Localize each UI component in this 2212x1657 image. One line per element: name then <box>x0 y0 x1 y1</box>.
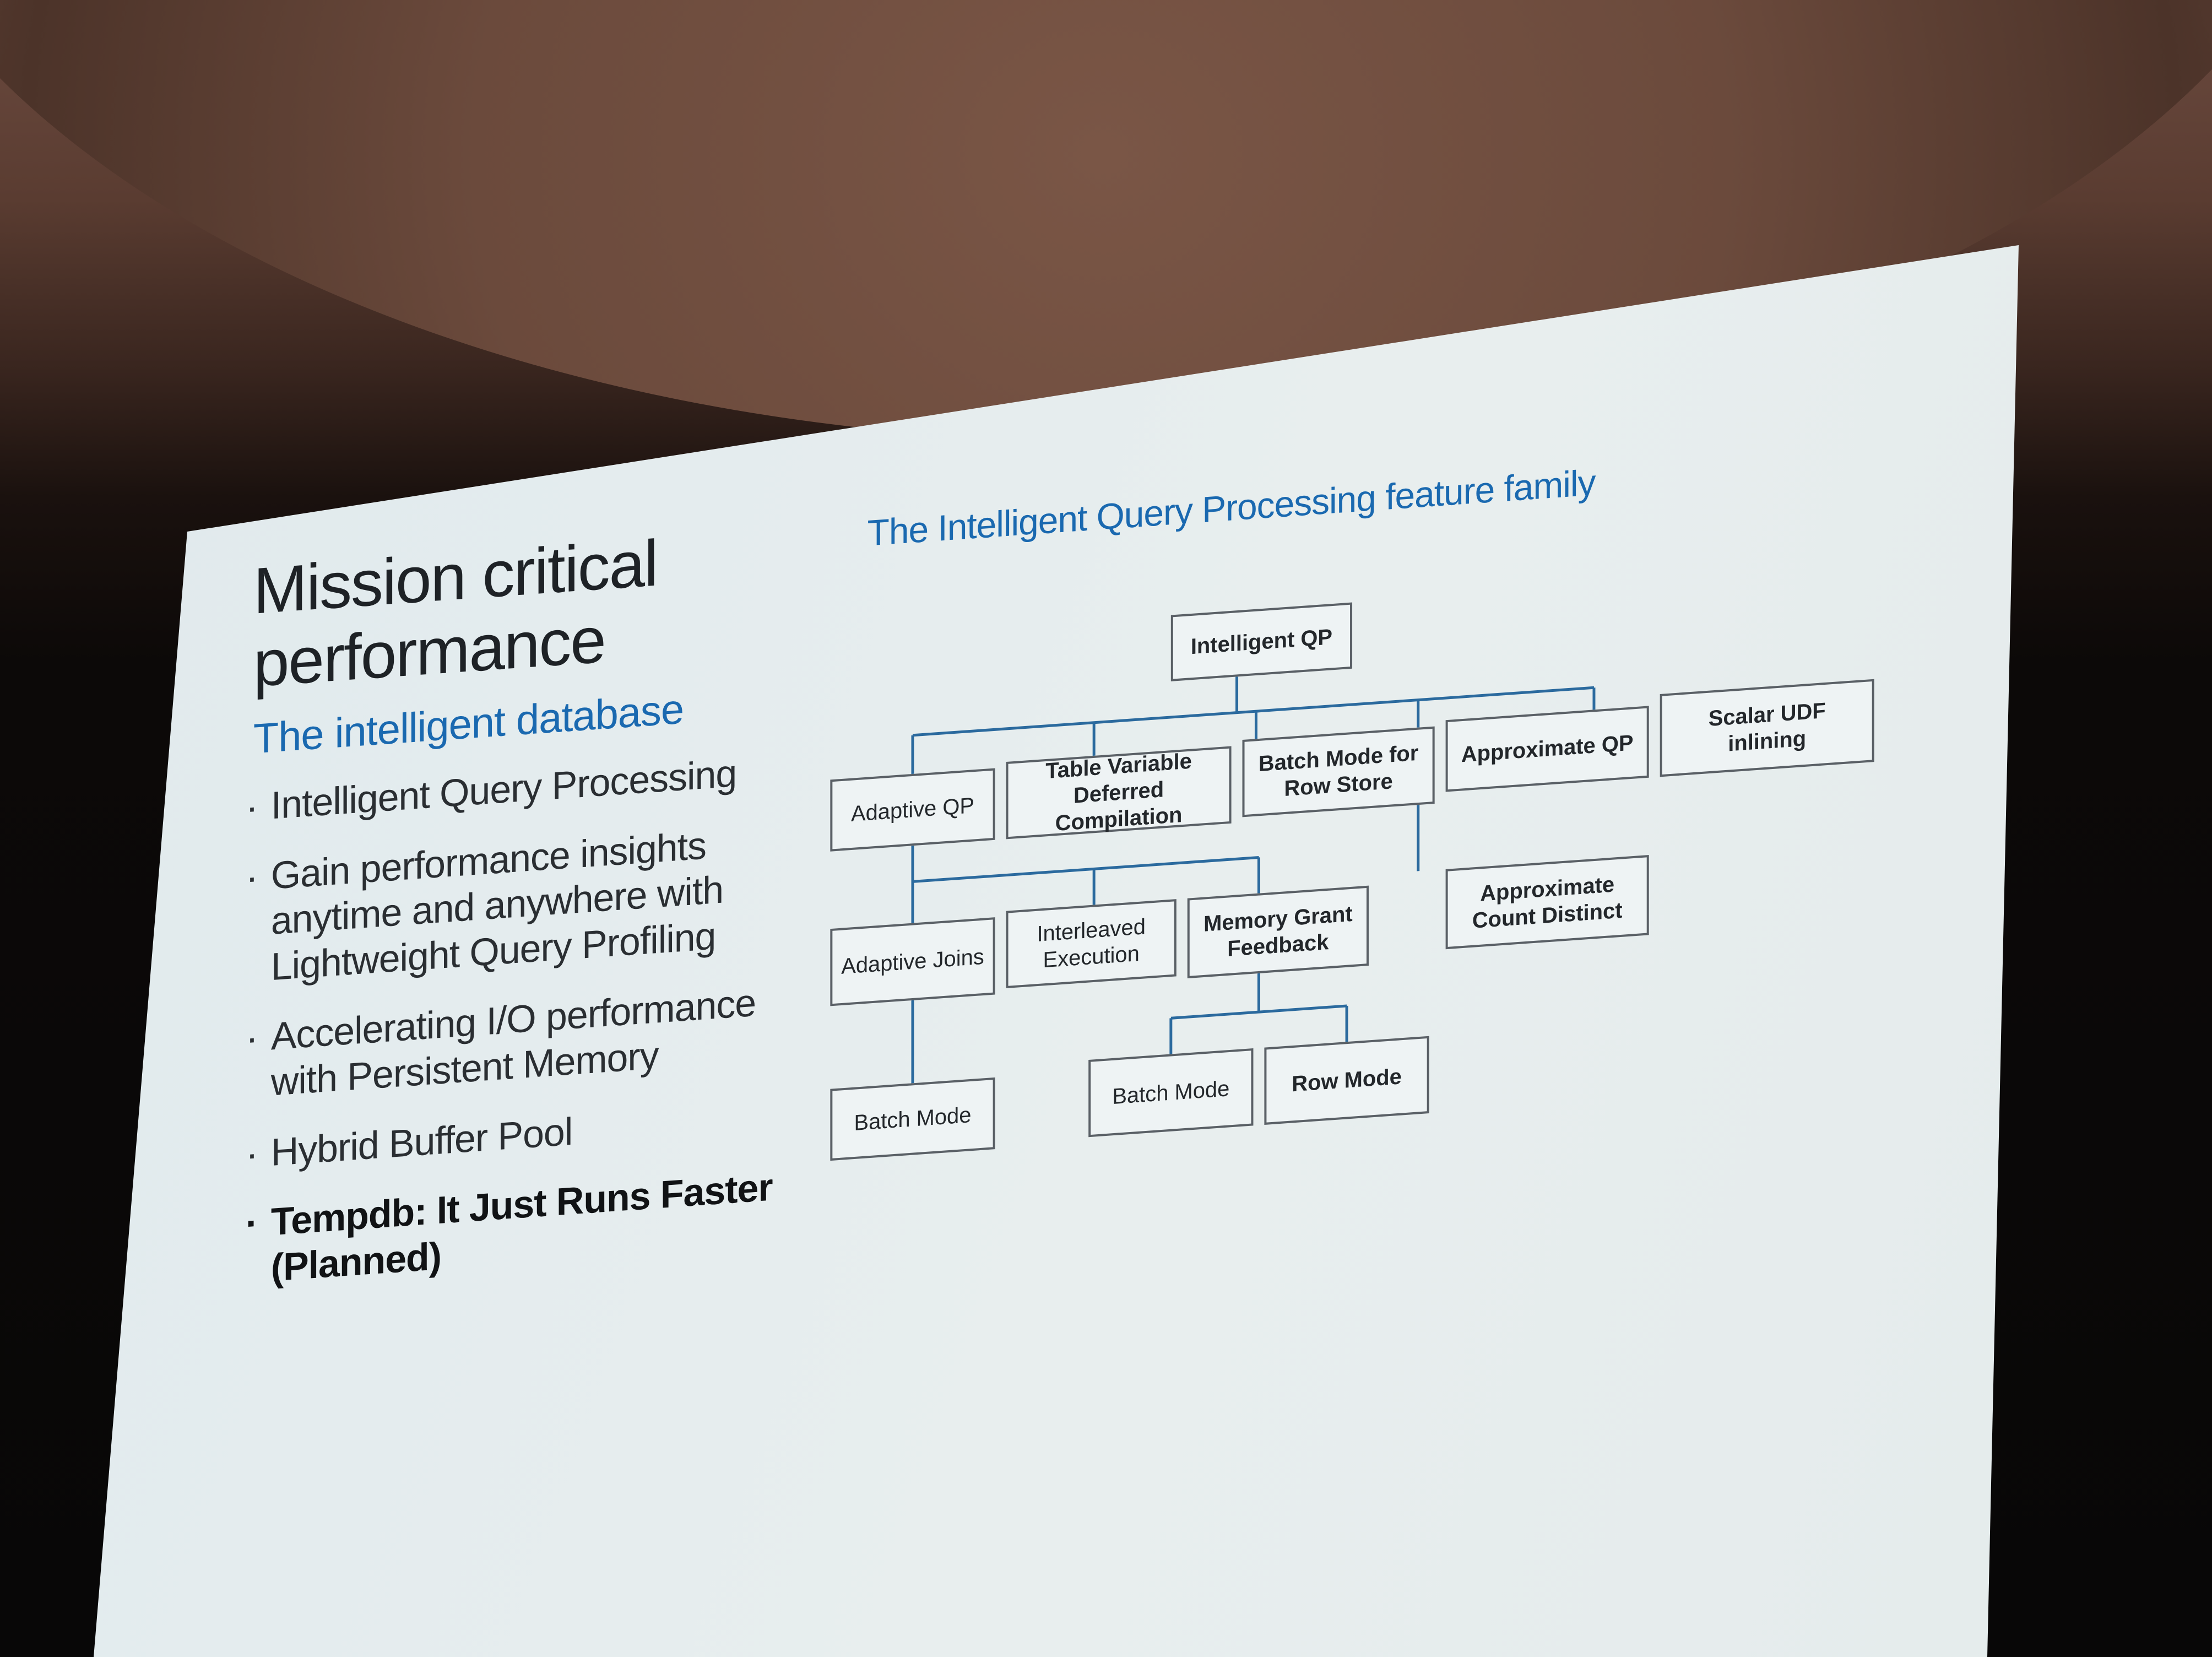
node-label: Adaptive Joins <box>841 944 984 980</box>
slide: Mission critical performance The intelli… <box>231 373 1989 1655</box>
node-intelligent-qp: Intelligent QP <box>1171 603 1352 681</box>
bullet-text: Accelerating I/O performance with Persis… <box>271 981 756 1104</box>
bullet-text: Hybrid Buffer Pool <box>271 1109 572 1173</box>
node-label-group: Scalar UDF inlining <box>1709 697 1826 759</box>
connector-line <box>913 857 1259 881</box>
node-adaptive-joins: Adaptive Joins <box>830 917 995 1006</box>
bullet-item: · Accelerating I/O performance with Pers… <box>242 976 814 1107</box>
node-interleaved-execution: Interleaved Execution <box>1006 899 1177 988</box>
node-batch-mode-adaptive-joins: Batch Mode <box>830 1077 995 1161</box>
node-label: Intelligent QP <box>1191 624 1332 660</box>
node-label: Approximate QP <box>1461 729 1634 768</box>
node-scalar-udf-inlining: Scalar UDF inlining <box>1660 679 1874 777</box>
slide-right-panel: The Intelligent Query Processing feature… <box>819 374 1973 1615</box>
node-label-group: Table Variable Deferred Compilation <box>1014 745 1224 840</box>
node-batch-mode-row-store: Batch Mode for Row Store <box>1243 727 1435 817</box>
feature-tree-diagram: Intelligent QP Adaptive QP Table Variabl… <box>819 374 1973 1615</box>
node-label: Adaptive QP <box>851 792 974 827</box>
bullet-item: · Gain performance insights anytime and … <box>242 815 814 992</box>
bullet-dot: · <box>246 1200 258 1247</box>
node-label: Row Mode <box>1292 1063 1401 1097</box>
bullet-text: Gain performance insights anytime and an… <box>271 824 723 988</box>
node-label: Batch Mode <box>854 1102 972 1136</box>
bullet-dot: · <box>246 854 258 900</box>
bullet-item: · Tempdb: It Just Runs Faster (Planned) <box>242 1161 814 1292</box>
node-label-group: Interleaved Execution <box>1037 913 1145 974</box>
node-label-group: Batch Mode for Row Store <box>1259 740 1418 804</box>
bullet-list: · Intelligent Query Processing · Gain pe… <box>242 745 814 1317</box>
node-memory-grant-feedback: Memory Grant Feedback <box>1188 886 1369 978</box>
node-adaptive-qp: Adaptive QP <box>830 768 995 851</box>
slide-subtitle: The intelligent database <box>253 685 684 763</box>
node-label-group: Memory Grant Feedback <box>1203 900 1353 963</box>
node-label: Batch Mode <box>1112 1075 1229 1110</box>
node-label-group: Approximate Count Distinct <box>1472 870 1623 934</box>
node-batch-mode-memory-grant: Batch Mode <box>1088 1048 1253 1137</box>
node-table-variable-deferred-compilation: Table Variable Deferred Compilation <box>1006 746 1232 839</box>
bullet-text: Tempdb: It Just Runs Faster (Planned) <box>271 1166 773 1290</box>
bullet-dot: · <box>246 784 258 830</box>
bullet-dot: · <box>246 1015 258 1061</box>
bullet-item: · Hybrid Buffer Pool <box>242 1091 814 1177</box>
node-approximate-qp: Approximate QP <box>1446 706 1649 792</box>
node-row-mode: Row Mode <box>1264 1036 1429 1125</box>
bullet-text: Intelligent Query Processing <box>271 751 736 827</box>
slide-left-panel: Mission critical performance The intelli… <box>231 456 808 1655</box>
bullet-dot: · <box>246 1130 258 1177</box>
slide-title: Mission critical performance <box>253 527 657 701</box>
node-approximate-count-distinct: Approximate Count Distinct <box>1446 855 1649 949</box>
